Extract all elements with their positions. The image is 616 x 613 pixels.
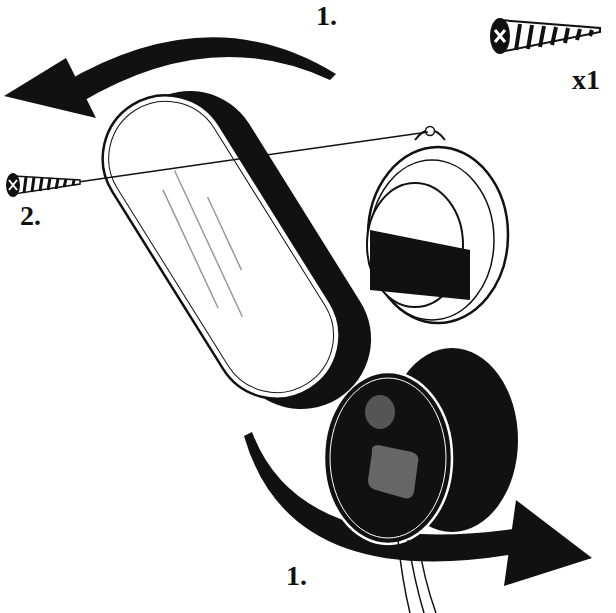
arrow-head [4,58,96,118]
screw [6,173,80,197]
guide-line [78,132,428,182]
callout-number: 1. [316,2,337,30]
callout-number: 2. [20,202,41,230]
cable [398,540,436,613]
arrow-head [504,500,592,586]
wall-mount [367,127,508,324]
callout-number: 1. [286,562,307,590]
quantity-label: x1 [572,66,600,94]
light-panel [79,58,398,442]
screw-icon [490,18,600,54]
